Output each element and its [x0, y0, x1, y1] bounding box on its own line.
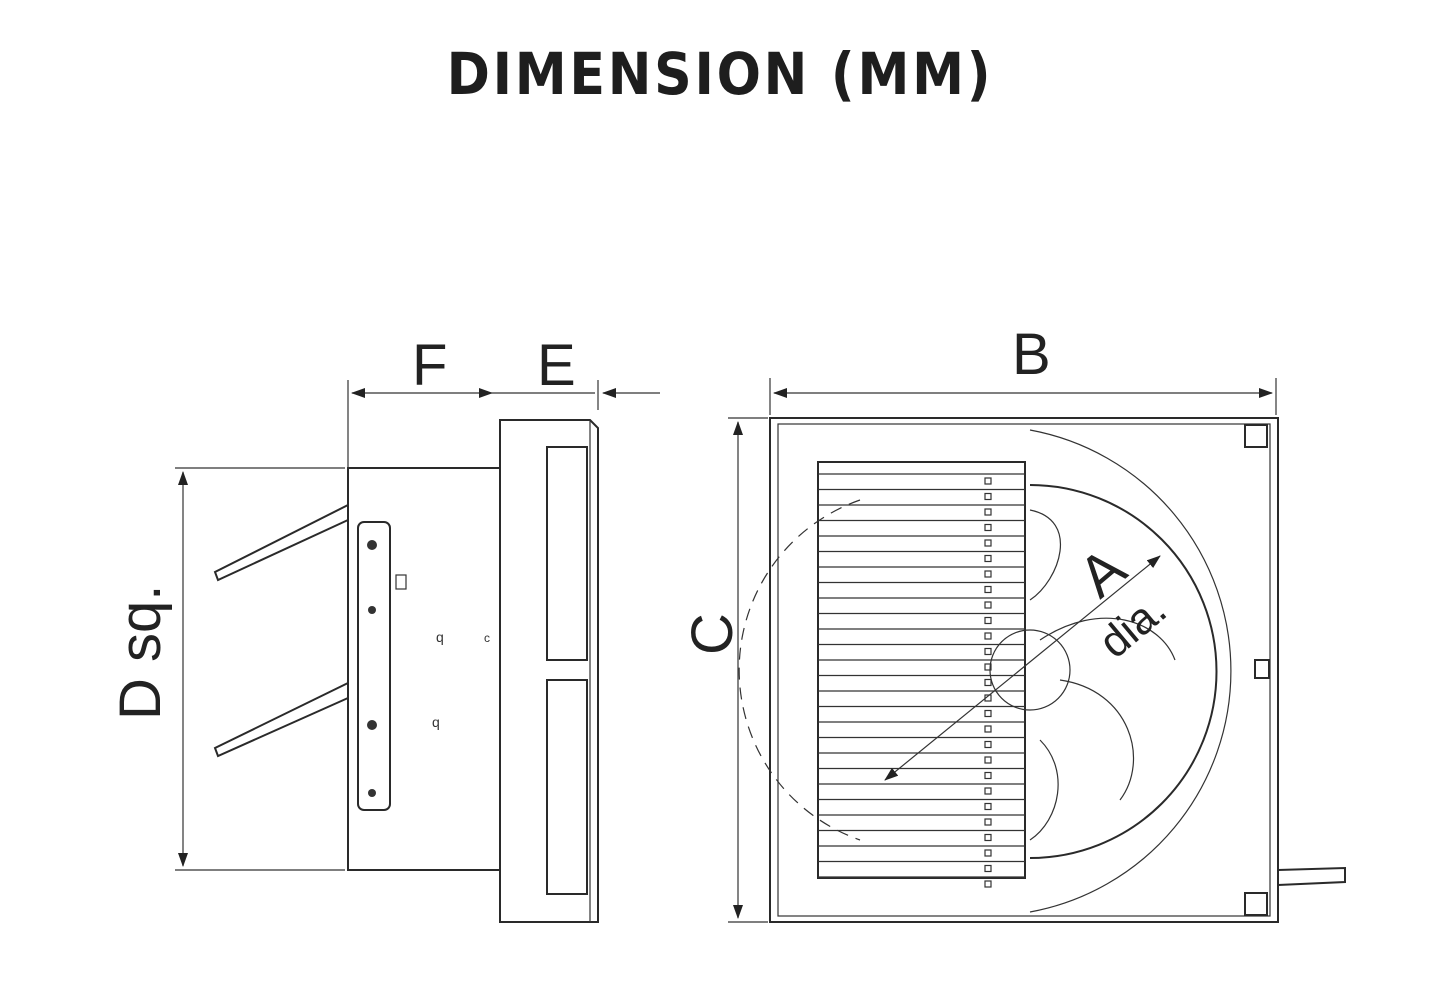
label-b: B	[1012, 322, 1051, 387]
mount-bracket-bottom	[213, 682, 349, 758]
front-view: A dia. B C	[680, 322, 1346, 923]
label-e: E	[537, 333, 576, 398]
label-c: C	[680, 613, 745, 655]
label-d-sq: D sq.	[108, 585, 173, 720]
page-title: DIMENSION (MM)	[446, 40, 994, 108]
outer-ring	[1029, 429, 1232, 913]
front-plate-side	[499, 419, 599, 923]
svg-text:q: q	[432, 714, 440, 730]
svg-text:c: c	[484, 631, 490, 645]
bracket-plate	[357, 521, 391, 811]
side-view: q q c F E D sq.	[108, 333, 660, 923]
front-frame	[769, 417, 1279, 923]
mount-bracket-top	[213, 504, 349, 582]
fan-shroud	[1029, 484, 1218, 859]
label-f: F	[412, 333, 447, 398]
svg-text:q: q	[436, 629, 444, 645]
power-cord	[1277, 866, 1346, 886]
dimension-a-arrow	[884, 555, 1161, 781]
